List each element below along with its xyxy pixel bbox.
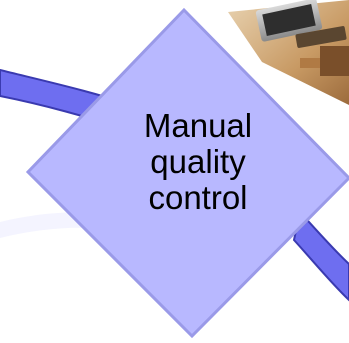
computer-desk-photo <box>228 0 349 105</box>
decision-label-line-3: control <box>148 179 248 216</box>
decision-label-line-2: quality <box>150 143 246 180</box>
decision-label-line-1: Manual <box>143 107 253 144</box>
decision-diamond <box>25 7 349 339</box>
decision-node-label: Manual quality control <box>118 108 278 216</box>
